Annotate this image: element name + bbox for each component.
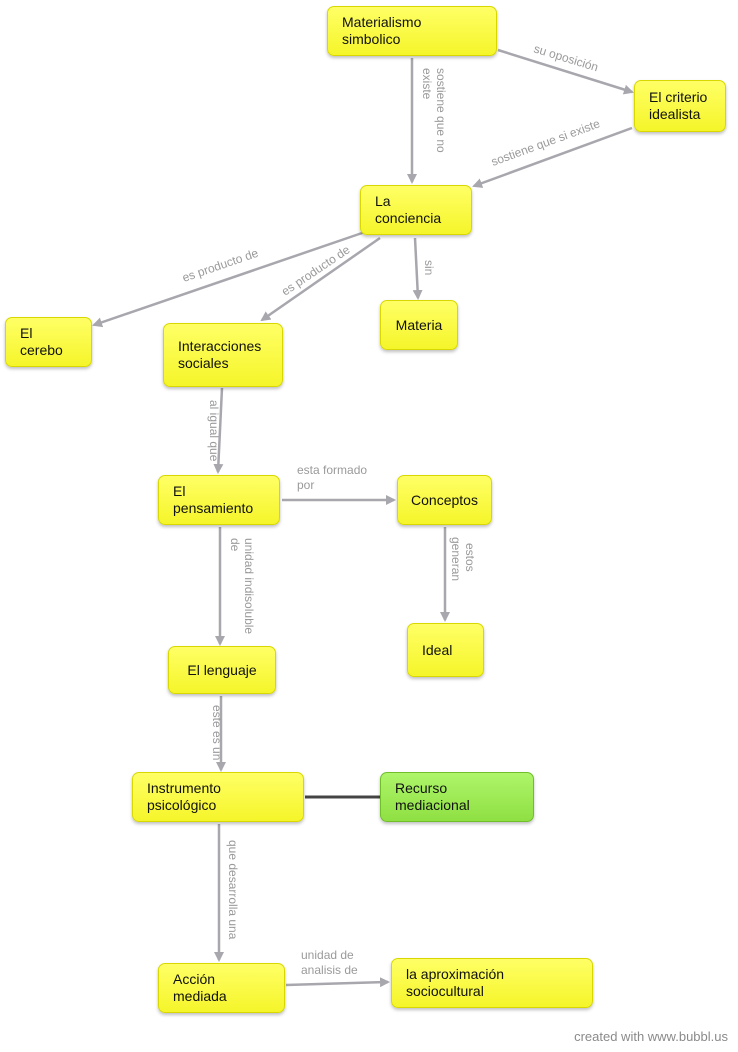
edge-criterio-conciencia [472,126,633,188]
edge-interacciones-pensamiento [213,387,224,474]
node-el-lenguaje[interactable]: El lenguaje [168,646,276,694]
label-producto-1: es producto de [180,246,260,285]
label-producto-2: es producto de [279,242,353,298]
node-label: Conceptos [411,491,478,508]
label-formado-2: por [297,478,314,492]
label-al-igual: al igual que [207,400,221,462]
node-label: El cerebo [20,325,63,358]
node-label: la aproximación sociocultural [406,966,505,999]
label-su-oposicion: su oposición [532,41,600,74]
node-aproximacion-sociocultural[interactable]: la aproximación sociocultural [391,958,593,1008]
node-label: El pensamiento [173,483,254,516]
edge-conciencia-interacciones [260,236,381,322]
label-sostiene-no-2: existe [420,68,434,100]
node-materia[interactable]: Materia [380,300,458,350]
node-label: Materia [395,316,443,333]
node-label: Ideal [422,641,453,658]
label-generan-2: generan [449,537,463,581]
node-label: Recurso mediacional [395,780,470,813]
node-materialismo-simbolico[interactable]: Materialismo simbolico [327,6,497,56]
node-label: Acción mediada [173,971,227,1004]
footer-credit: created with www.bubbl.us [574,1029,728,1044]
node-label: La conciencia [375,193,442,226]
node-conceptos[interactable]: Conceptos [397,475,492,525]
label-sin: sin [422,260,436,275]
node-accion-mediada[interactable]: Acción mediada [158,963,285,1013]
label-formado-1: esta formado [297,463,367,477]
node-label: El criterio idealista [649,89,708,122]
label-este-es: este es un [210,705,224,760]
node-interacciones-sociales[interactable]: Interacciones sociales [163,323,283,387]
node-ideal[interactable]: Ideal [407,623,484,677]
label-unidad-1: unidad indisoluble [242,538,256,634]
node-recurso-mediacional[interactable]: Recurso mediacional [380,772,534,822]
label-desarrolla: que desarrolla una [226,840,240,940]
edge-accion-aproximacion [285,977,390,988]
label-generan-1: estos [463,543,477,572]
label-analisis-1: unidad de [301,948,354,962]
edge-conciencia-cerebro [92,230,366,328]
node-el-cerebro[interactable]: El cerebo [5,317,92,367]
label-unidad-2: de [228,538,242,552]
node-instrumento-psicologico[interactable]: Instrumento psicológico [132,772,304,822]
edge-materialismo-criterio [497,48,634,95]
node-label: Materialismo simbolico [342,14,422,47]
node-el-pensamiento[interactable]: El pensamiento [158,475,280,525]
node-criterio-idealista[interactable]: El criterio idealista [634,80,726,132]
label-sostiene-no-1: sostiene que no [434,68,448,153]
edge-conciencia-materia [412,237,423,300]
label-analisis-2: analisis de [301,963,358,977]
node-label: Instrumento psicológico [147,780,221,813]
node-label: Interacciones sociales [178,338,262,371]
node-label: El lenguaje [187,661,257,678]
node-la-conciencia[interactable]: La conciencia [360,185,472,235]
